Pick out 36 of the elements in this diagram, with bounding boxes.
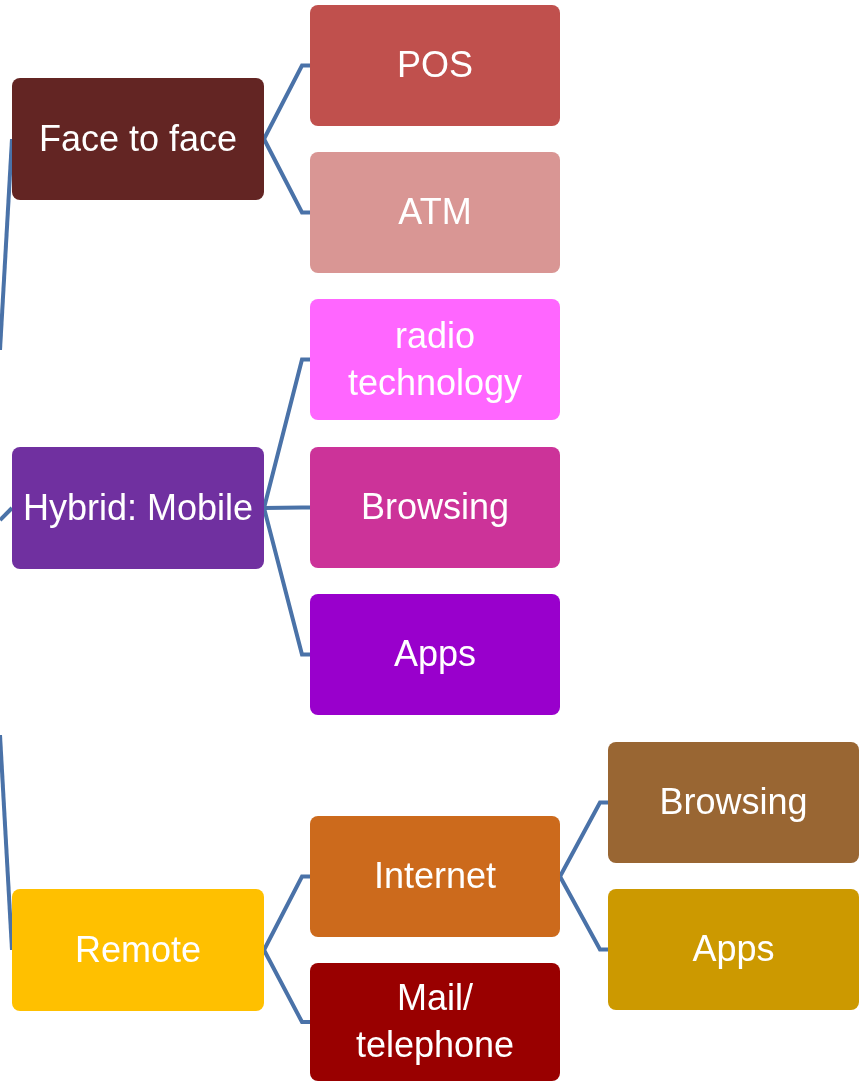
category-box xyxy=(310,5,560,126)
box-label: Mail/ telephone xyxy=(354,976,516,1067)
box-label: Browsing xyxy=(360,485,510,530)
box-label: Remote xyxy=(74,927,202,972)
connector-line xyxy=(262,874,310,951)
connector-line xyxy=(262,63,310,140)
box-label: Internet xyxy=(373,854,497,899)
category-box xyxy=(12,78,264,200)
box-label: Face to face xyxy=(38,116,238,161)
category-box xyxy=(608,889,859,1010)
connector-line xyxy=(0,734,14,951)
category-box xyxy=(608,742,859,863)
box-label: Browsing xyxy=(659,780,808,825)
category-box xyxy=(12,889,264,1011)
box-label: ATM xyxy=(398,190,472,235)
connector-line xyxy=(262,357,310,509)
connector-line xyxy=(263,505,310,510)
box-label: Hybrid: Mobile xyxy=(22,485,254,530)
category-box xyxy=(310,447,560,568)
category-box xyxy=(310,594,560,715)
category-box xyxy=(310,963,560,1081)
box-label: POS xyxy=(397,43,473,88)
category-box xyxy=(310,152,560,273)
category-box xyxy=(310,299,560,420)
connector-line xyxy=(0,506,14,522)
box-label: Apps xyxy=(393,632,477,677)
connector-line xyxy=(262,949,310,1024)
category-box xyxy=(310,816,560,937)
box-label: radio technology xyxy=(346,313,524,405)
connector-line xyxy=(262,138,310,215)
connector-line xyxy=(0,138,14,351)
connector-line xyxy=(558,800,608,878)
connector-line xyxy=(262,507,310,657)
category-box xyxy=(12,447,264,569)
connector-line xyxy=(558,875,608,952)
box-label: Apps xyxy=(692,927,775,972)
